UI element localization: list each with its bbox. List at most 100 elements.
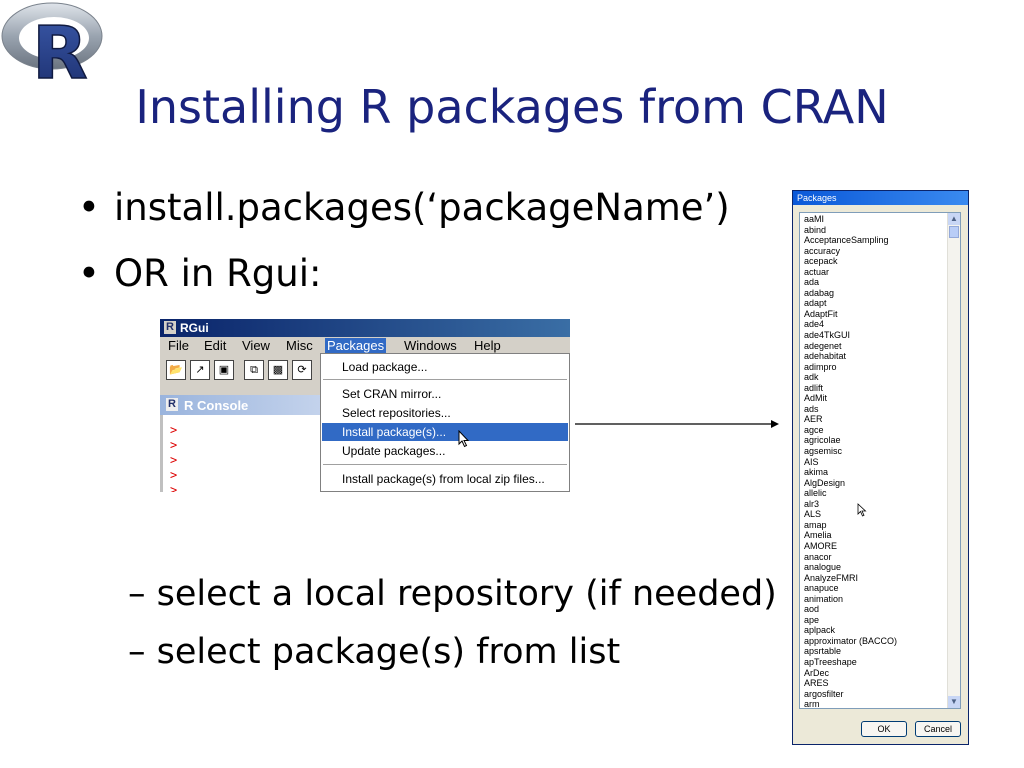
package-list-item[interactable]: argosfilter (804, 688, 844, 699)
package-list-item[interactable]: aod (804, 604, 820, 615)
sub-bullet-marker: – (128, 574, 146, 614)
package-list-item[interactable]: aaMI (804, 214, 825, 224)
listbox-scrollbar[interactable]: ▲ ▼ (947, 213, 960, 708)
package-list-item[interactable]: Amelia (804, 530, 832, 541)
bullet-or-rgui: •OR in Rgui: (78, 252, 321, 295)
package-list-item[interactable]: AMORE (804, 540, 838, 551)
package-list-item[interactable]: aplpack (804, 625, 836, 636)
rgui-menubar: File Edit View Misc Packages Windows Hel… (160, 337, 570, 355)
console-prompt: > (170, 453, 178, 467)
package-list-item[interactable]: ALS (804, 509, 822, 520)
package-list-item[interactable]: AdMit (804, 393, 828, 404)
menu-item-install-packages[interactable]: Install package(s)... (322, 423, 568, 441)
console-prompt: > (170, 438, 178, 452)
package-list-item[interactable]: apsrtable (804, 646, 842, 657)
console-prompt: > (170, 468, 178, 482)
package-list-item[interactable]: AlgDesign (804, 477, 846, 488)
sub-bullet-select-packages: – select package(s) from list (128, 632, 620, 672)
console-prompt: > (170, 423, 178, 437)
package-list-item[interactable]: adlift (804, 382, 824, 393)
package-list-item[interactable]: anacor (804, 551, 832, 562)
menu-item-load-package[interactable]: Load package... (342, 360, 428, 374)
save-icon[interactable]: ▣ (214, 360, 234, 380)
menu-windows[interactable]: Windows (404, 338, 457, 353)
open-folder-icon[interactable]: 📂 (166, 360, 186, 380)
menu-separator (323, 379, 567, 380)
bullet-text: install.packages(‘packageName’) (114, 186, 730, 229)
package-list-item[interactable]: actuar (804, 266, 830, 277)
package-list-item[interactable]: ArDec (804, 667, 830, 678)
console-titlebar: R R Console (160, 395, 322, 415)
package-list-item[interactable]: ARES (804, 678, 829, 689)
package-list-item[interactable]: adapt (804, 298, 827, 309)
package-list-item[interactable]: alr3 (804, 498, 820, 509)
menu-help[interactable]: Help (474, 338, 501, 353)
package-list-item[interactable]: abind (804, 224, 827, 235)
sub-bullet-select-repository: – select a local repository (if needed) (128, 574, 777, 614)
menu-misc[interactable]: Misc (286, 338, 313, 353)
scroll-thumb[interactable] (949, 226, 959, 238)
menu-view[interactable]: View (242, 338, 270, 353)
package-list-item[interactable]: acepack (804, 256, 838, 267)
package-list-item[interactable]: adegenet (804, 340, 842, 351)
package-list-item[interactable]: animation (804, 593, 844, 604)
package-list-item[interactable]: adimpro (804, 361, 837, 372)
package-list-item[interactable]: agce (804, 424, 824, 435)
package-list-item[interactable]: accuracy (804, 245, 841, 256)
bullet-marker: • (78, 252, 100, 295)
package-list-item[interactable]: AER (804, 414, 823, 425)
bullet-marker: • (78, 186, 100, 229)
r-app-icon: R (164, 321, 176, 334)
menu-item-select-repositories[interactable]: Select repositories... (342, 406, 451, 420)
menu-item-update-packages[interactable]: Update packages... (342, 444, 446, 458)
package-list-item[interactable]: AnalyzeFMRI (804, 572, 859, 583)
package-list-item[interactable]: allelic (804, 488, 827, 499)
r-console-icon: R (166, 398, 178, 411)
ok-button[interactable]: OK (861, 721, 907, 737)
package-list-item[interactable]: AIS (804, 456, 819, 467)
r-logo: R (1, 2, 103, 84)
package-list-item[interactable]: ade4 (804, 319, 825, 330)
cancel-button[interactable]: Cancel (915, 721, 961, 737)
packages-dropdown: Load package... Set CRAN mirror... Selec… (320, 353, 570, 492)
svg-text:R: R (32, 11, 87, 84)
package-list-item[interactable]: adehabitat (804, 351, 847, 362)
copy-icon[interactable]: ⧉ (244, 360, 264, 380)
package-list-item[interactable]: arm (804, 699, 820, 709)
package-list-item[interactable]: AcceptanceSampling (804, 235, 889, 246)
package-list-item[interactable]: agsemisc (804, 446, 843, 457)
menu-packages[interactable]: Packages (325, 338, 387, 354)
package-list-item[interactable]: anapuce (804, 583, 839, 594)
paste-icon[interactable]: ▩ (268, 360, 288, 380)
package-list-item[interactable]: agricolae (804, 435, 841, 446)
package-list-item[interactable]: analogue (804, 562, 842, 573)
console-body[interactable]: > > > > > (160, 415, 322, 492)
package-list-item[interactable]: ape (804, 614, 820, 625)
package-list-item[interactable]: approximator (BACCO) (804, 635, 898, 646)
arrow-connector (575, 420, 779, 428)
menu-file[interactable]: File (168, 338, 189, 353)
menu-edit[interactable]: Edit (204, 338, 227, 353)
package-list-item[interactable]: ads (804, 403, 819, 414)
menu-item-set-cran-mirror[interactable]: Set CRAN mirror... (342, 387, 442, 401)
menu-item-install-from-zip[interactable]: Install package(s) from local zip files.… (342, 472, 545, 486)
package-list-item[interactable]: AdaptFit (804, 308, 838, 319)
refresh-icon[interactable]: ⟳ (292, 360, 312, 380)
mouse-cursor-icon (458, 430, 470, 448)
package-list-item[interactable]: ade4TkGUI (804, 330, 851, 341)
rgui-toolbar: 📂 ↗ ▣ ⧉ ▩ ⟳ (160, 357, 322, 383)
scroll-down-icon[interactable]: ▼ (948, 696, 960, 708)
package-list-item[interactable]: akima (804, 467, 829, 478)
scroll-up-icon[interactable]: ▲ (948, 213, 960, 225)
package-list-item[interactable]: amap (804, 519, 827, 530)
package-list-item[interactable]: adabag (804, 287, 835, 298)
load-workspace-icon[interactable]: ↗ (190, 360, 210, 380)
slide-title: Installing R packages from CRAN (135, 80, 889, 134)
package-list-item[interactable]: adk (804, 372, 819, 383)
package-list-item[interactable]: ada (804, 277, 820, 288)
package-list-item[interactable]: apTreeshape (804, 656, 857, 667)
bullet-install-packages: • install.packages(‘packageName’) (78, 186, 730, 229)
mouse-cursor-icon (857, 503, 867, 517)
